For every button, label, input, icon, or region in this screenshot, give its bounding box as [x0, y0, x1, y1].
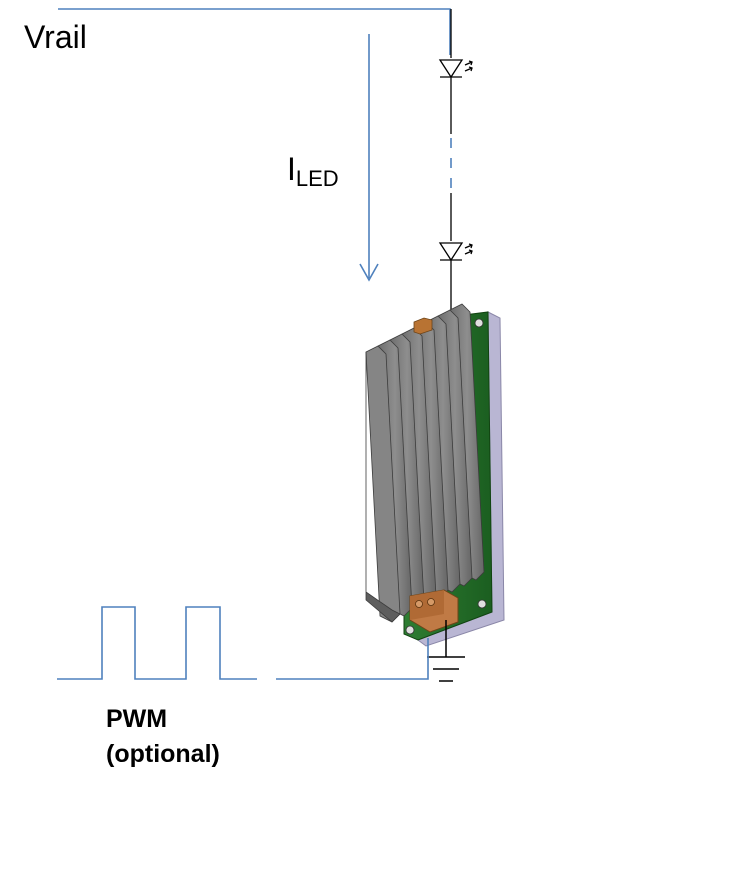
pwm-optional-label: (optional)	[106, 740, 220, 768]
driver-module-icon	[365, 303, 505, 647]
pwm-label: PWM	[106, 705, 167, 733]
led-bottom-icon	[438, 193, 473, 316]
heatsink-fins	[365, 303, 485, 623]
led-top-icon	[438, 9, 473, 134]
current-arrow-icon	[359, 34, 379, 282]
vrail-wire	[58, 8, 451, 55]
vrail-label: Vrail	[24, 19, 87, 55]
ground-icon	[427, 620, 465, 682]
current-label-main: I	[287, 151, 296, 187]
pwm-waveform	[57, 606, 257, 680]
pwm-wire	[276, 638, 429, 680]
current-label-subscript: LED	[296, 166, 339, 191]
current-label: ILED	[287, 151, 339, 191]
